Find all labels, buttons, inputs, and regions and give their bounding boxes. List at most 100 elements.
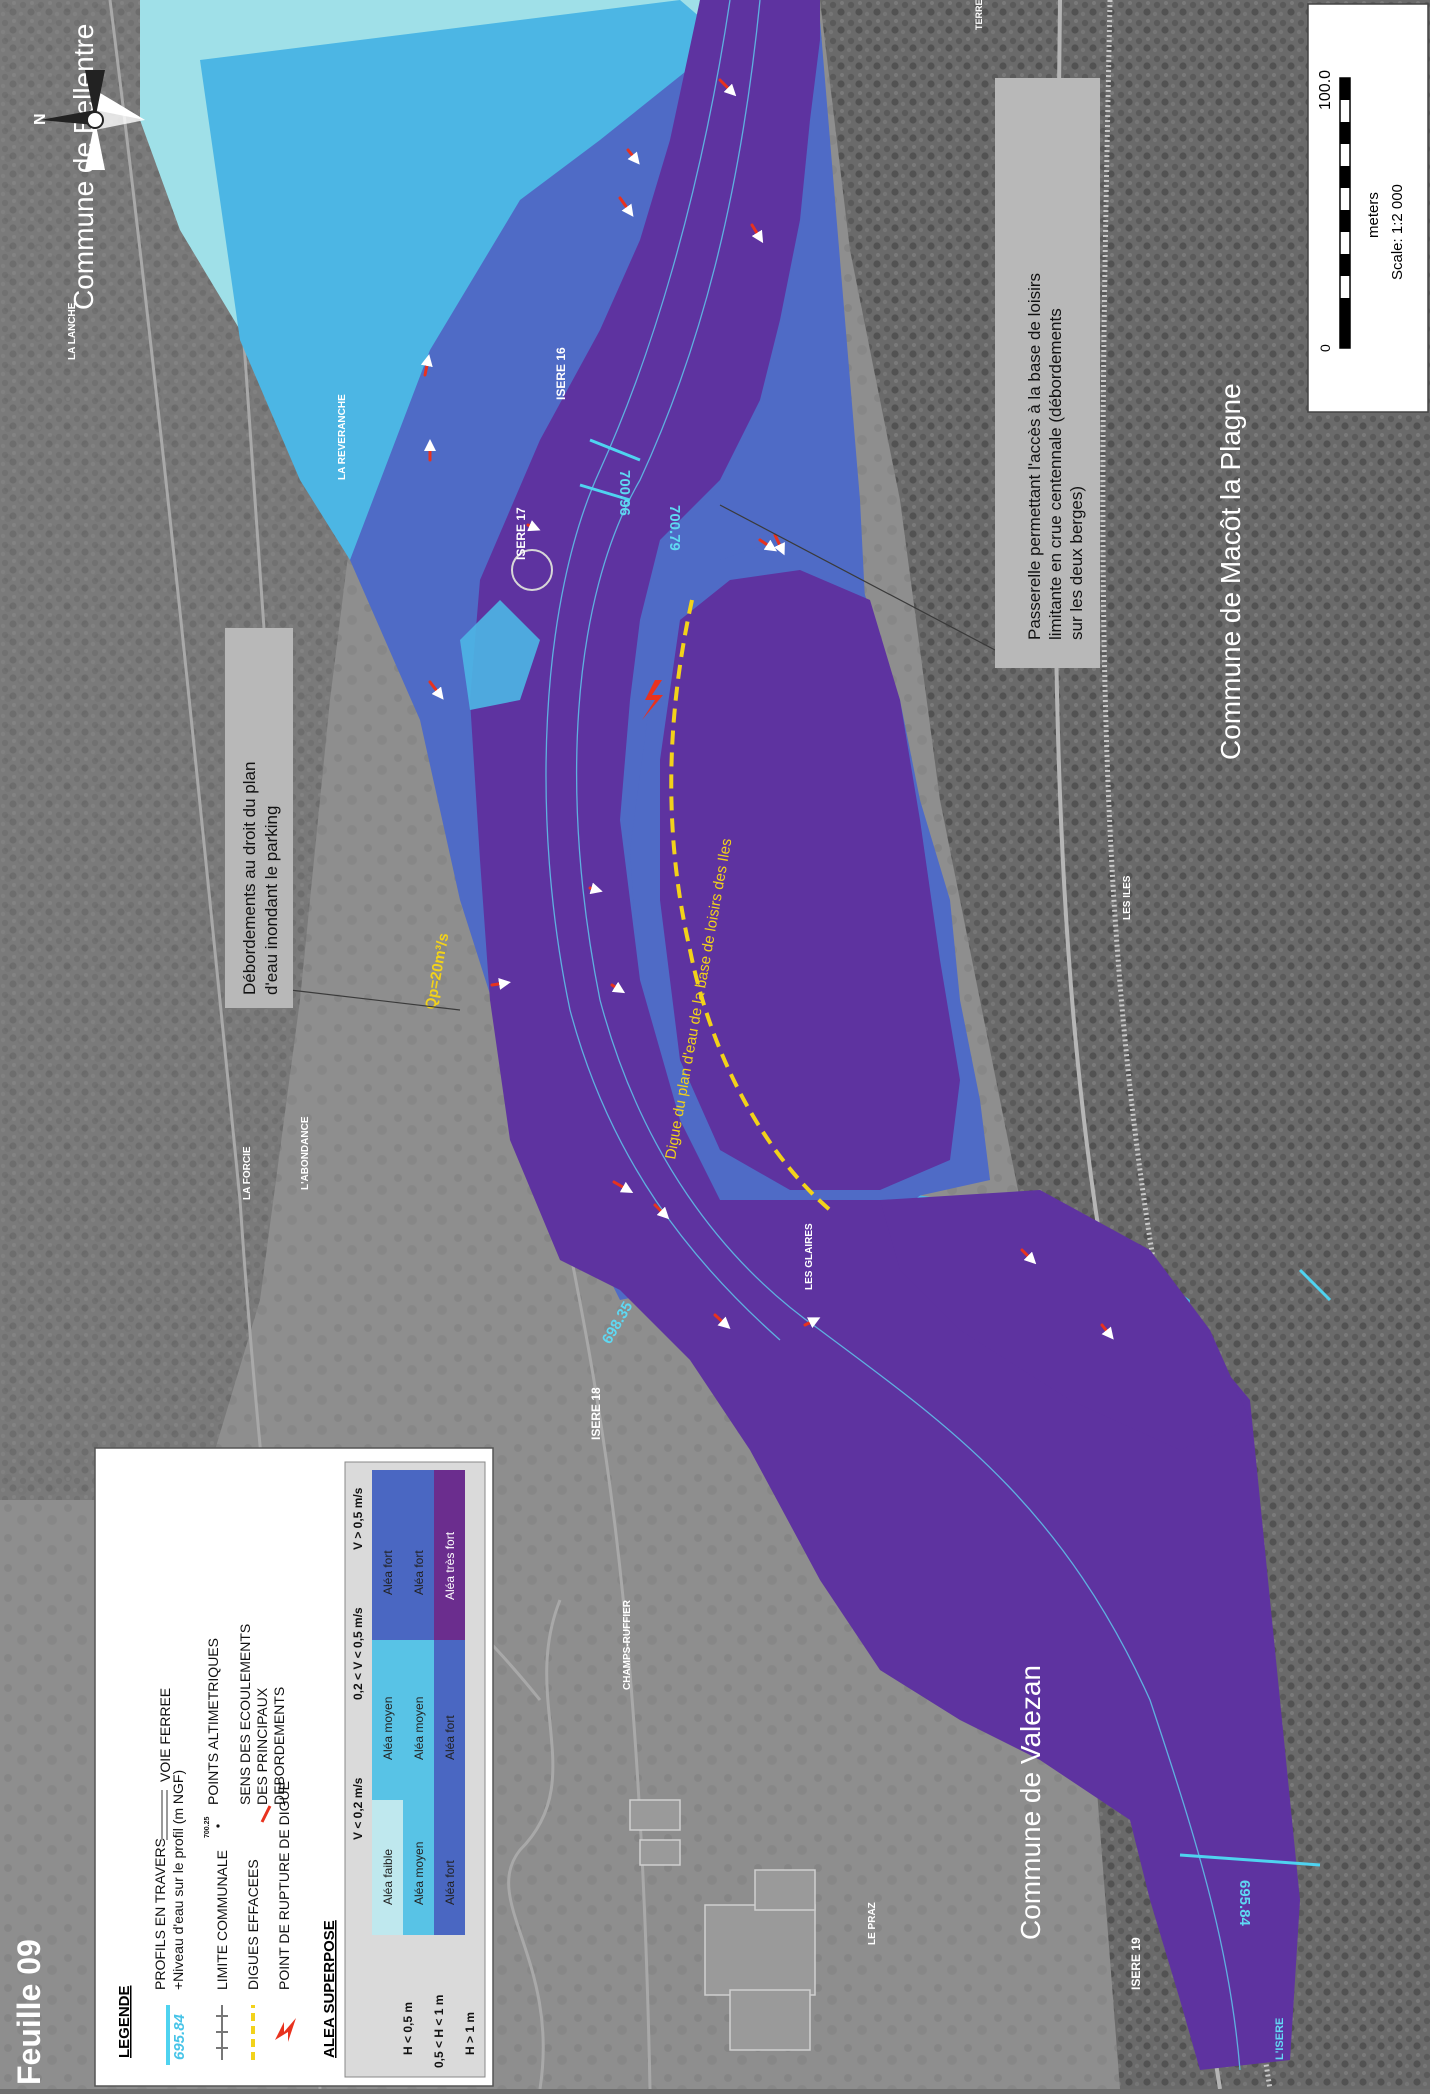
river-centerlines [545, 0, 1241, 2071]
hazard-zone-parking[interactable] [460, 600, 540, 710]
flow-arrow [490, 977, 511, 990]
callout-debordements-line1: Débordements au droit du plan [240, 762, 259, 995]
legend-points: POINTS ALTIMETRIQUES [205, 1638, 221, 1805]
alea-title: ALEA SUPERPOSE [321, 1920, 338, 2058]
legend-panel: LEGENDE 695.84 PROFILS EN TRAVERS +Nivea… [94, 1447, 494, 2087]
callout-passerelle-box [995, 78, 1100, 668]
alea-cell [403, 1470, 434, 1640]
dike-line [669, 599, 832, 1212]
alea-cell [434, 1800, 465, 1935]
alea-cell [403, 1800, 434, 1935]
scalebar-unit: meters [1365, 192, 1382, 238]
flow-arrow [612, 1180, 634, 1193]
north-arrow: N [32, 70, 145, 170]
legend-sens-line3: DEBORDEMENTS [271, 1687, 287, 1805]
north-letter: N [32, 113, 49, 125]
place-les-glaires: LES GLAIRES [804, 1223, 815, 1290]
callout-passerelle-line1: Passerelle permettant l'accès à la base … [1025, 273, 1044, 640]
alea-row-1-label: 0,5 < H < 1 m [432, 1995, 446, 2068]
place-terre: TERRE [974, 0, 984, 30]
alea-cell-text: Aléa moyen [412, 1842, 426, 1905]
legend-profiles-line2: +Niveau d'eau sur le profil (m NGF) [170, 1770, 186, 1990]
commune-macot-label: Commune de Macôt la Plagne [1215, 383, 1246, 760]
commune-valezan-label: Commune de Valezan [1015, 1665, 1046, 1940]
flow-arrow [1100, 1323, 1114, 1340]
scalebar-zero: 0 [1317, 344, 1333, 352]
callout-leader-passerelle [719, 504, 996, 651]
flow-arrow [428, 680, 444, 700]
flow-arrow [750, 223, 764, 244]
legend-profile-sample: 695.84 [171, 2013, 188, 2060]
alea-table: V < 0,2 m/s 0,2 < V < 0,5 m/s V > 0,5 m/… [344, 1461, 486, 2078]
profile-value-2: 700.79 [666, 505, 683, 551]
legend-digues: DIGUES EFFACEES [245, 1859, 261, 1990]
place-labels: LA LANCHE LA REVERANCHE LA FORCIE L'ABON… [67, 0, 1286, 2060]
flow-arrow [713, 1313, 731, 1330]
isere17-roundabout [511, 549, 553, 591]
legend-profiles-line1: PROFILS EN TRAVERS [152, 1838, 168, 1990]
alea-cell [434, 1640, 465, 1800]
callout-debordements-line2: d'eau inondant le parking [262, 806, 281, 995]
place-champs-ruffier: CHAMPS-RUFFIER [622, 1599, 633, 1690]
alea-cell-text: Aléa fort [412, 1550, 426, 1595]
legend-voie: VOIE FERREE [157, 1688, 173, 1782]
flow-arrow [420, 354, 433, 377]
dike-rupture-icon [642, 680, 663, 720]
alea-cell-text: Aléa fort [381, 1550, 395, 1595]
alea-cell-text: Aléa faible [381, 1849, 395, 1905]
profile-value-4: 695.84 [1236, 1880, 1253, 1927]
alea-cell-text: Aléa moyen [381, 1697, 395, 1760]
hazard-zone-very-strong-lower[interactable] [880, 1190, 1250, 1450]
hazard-zone-very-strong-lake[interactable] [660, 570, 960, 1190]
flow-arrow [618, 196, 634, 217]
legend-limite: LIMITE COMMUNALE [214, 1850, 230, 1990]
callout-passerelle-line3: sur les deux berges) [1067, 486, 1086, 640]
alea-cell [403, 1640, 434, 1800]
alea-cell-text: Aléa fort [443, 1715, 457, 1760]
legend-sens-line2: DES PRINCIPAUX [254, 1687, 270, 1805]
flow-arrow [758, 538, 777, 552]
alea-cell-text: Aléa très fort [443, 1531, 457, 1600]
alea-cell-very-strong [434, 1470, 465, 1640]
sheet-title: Feuille 09 [11, 1939, 47, 2085]
flow-arrows [420, 78, 1114, 1340]
legend-title: LEGENDE [116, 1985, 133, 2058]
place-lisere: L'ISERE [1274, 2018, 1286, 2060]
flow-arrow [526, 520, 541, 532]
flow-arrow [803, 1317, 821, 1329]
alea-cell-text: Aléa fort [443, 1860, 457, 1905]
alea-cell [372, 1640, 403, 1800]
alea-col-2: V > 0,5 m/s [351, 1487, 365, 1550]
alea-row-2-label: H > 1 m [463, 2012, 477, 2055]
callout-leader-debordements [289, 989, 461, 1011]
place-les-iles: LES ILES [1122, 875, 1133, 920]
legend-points-sample: 700.25 [204, 1816, 211, 1838]
scalebar: 0 100.0 meters Scale: 1:2 000 [1307, 3, 1429, 413]
alea-cell-text: Aléa moyen [412, 1697, 426, 1760]
place-l-abondance: L'ABONDANCE [300, 1116, 311, 1190]
alea-col-0: V < 0,2 m/s [351, 1777, 365, 1840]
profile-isere19: ISERE 19 [1129, 1937, 1143, 1990]
place-la-reveranche: LA REVERANCHE [337, 394, 348, 480]
flow-arrow [588, 882, 603, 895]
callout-debordements-box [225, 628, 293, 1008]
profile-value-1: 700.96 [616, 470, 633, 516]
legend-sens-line1: SENS DES ECOULEMENTS [237, 1624, 253, 1805]
place-le-praz: LE PRAZ [867, 1902, 878, 1945]
scalebar-max: 100.0 [1317, 70, 1334, 110]
place-la-forcie: LA FORCIE [242, 1146, 253, 1200]
profile-isere17: ISERE 17 [514, 507, 528, 560]
flow-arrow [610, 981, 626, 994]
alea-cell [372, 1470, 403, 1640]
flow-arrow [626, 148, 640, 165]
flow-arrow [653, 1203, 670, 1220]
callout-passerelle-line2: limitante en crue centennale (débordemen… [1046, 308, 1065, 640]
hazard-zone-very-strong-river[interactable] [470, 0, 1300, 2070]
flow-arrow [718, 78, 737, 97]
alea-cell-weak [372, 1800, 403, 1935]
profile-isere16: ISERE 16 [554, 347, 568, 400]
place-la-lanche: LA LANCHE [67, 302, 78, 360]
alea-row-0-label: H < 0,5 m [401, 2002, 415, 2055]
